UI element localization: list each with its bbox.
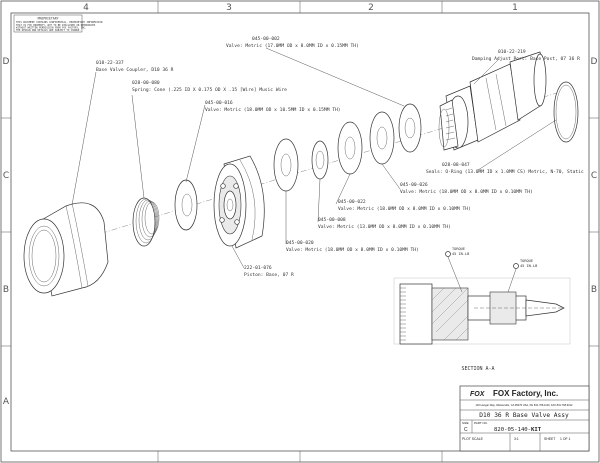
callout-part-045-00-008: 045-00-008 xyxy=(318,217,346,223)
callout-desc-028-00-080: Spring: Cone (.225 ID X 0.175 OD X .15 [… xyxy=(132,87,287,93)
zone-side-left-3: A xyxy=(3,397,10,407)
cone-spring-part xyxy=(132,197,160,247)
callout-part-045-00-002: 045-00-002 xyxy=(252,36,280,42)
callout-desc-045-00-026: Valve: Metric (18.0MM OD x 8.0MM ID x 0.… xyxy=(400,189,533,195)
valve-045-00-026-part xyxy=(369,111,395,165)
drawing-title: D10 36 R Base Valve Assy xyxy=(479,412,569,419)
callout-desc-222-01-076: Piston: Base, 07 R xyxy=(244,272,294,278)
plot-scale-value: 3:1 xyxy=(514,437,519,441)
valve-045-00-020-part xyxy=(273,138,299,192)
part-number: 820-05-140-KIT xyxy=(494,427,542,433)
zone-top-0: 4 xyxy=(83,3,89,13)
section-label: SECTION A-A xyxy=(461,366,494,372)
sheet-label: SHEET xyxy=(544,437,555,441)
base-piston-part xyxy=(213,155,265,249)
company-address: 130 Hangar Way, Watsonville, CA 95076 US… xyxy=(475,403,573,407)
callout-part-045-00-022: 045-00-022 xyxy=(338,199,366,205)
callout-part-018-22-337: 018-22-337 xyxy=(96,60,124,66)
size-value: C xyxy=(464,427,468,433)
proprietary-title: PROPRIETARY xyxy=(37,17,58,21)
proprietary-line-1: THAT IS FOX PROPERTY. NOT TO BE DISCLOSE… xyxy=(16,24,96,27)
valve-stack xyxy=(273,103,422,192)
callout-part-010-22-219: 010-22-219 xyxy=(498,49,526,55)
plot-scale-label: PLOT SCALE xyxy=(462,437,484,441)
torque-2-title: TORQUE xyxy=(520,259,533,263)
damping-adjust-port-part xyxy=(438,51,547,151)
callout-part-028-00-080: 028-00-080 xyxy=(132,80,160,86)
section-view: TORQUE 45 IN-LB TORQUE 45 IN-LB SECTION … xyxy=(393,247,571,372)
o-ring-part xyxy=(553,81,579,143)
part-label: PART NO. xyxy=(474,421,488,425)
callout-desc-010-22-219: Damping Adjust Port: Base Post, 07 36 R xyxy=(472,56,580,62)
zone-side-left-1: C xyxy=(3,171,9,181)
torque-1-title: TORQUE xyxy=(452,247,465,251)
fox-logo: FOX xyxy=(470,391,486,398)
zone-side-right-2: B xyxy=(591,285,597,295)
zone-side-left-2: B xyxy=(3,285,9,295)
title-block: FOX FOX Factory, Inc. 130 Hangar Way, Wa… xyxy=(459,385,590,452)
proprietary-line-3: THE DESIGN AND DETAILS ARE SUBJECT TO CH… xyxy=(16,29,81,32)
callout-desc-018-22-337: Base Valve Coupler, D10 36 R xyxy=(96,67,174,73)
zone-top-3: 1 xyxy=(512,3,518,13)
leader-lines xyxy=(71,47,557,269)
torque-2-value: 45 IN-LB xyxy=(520,264,537,268)
sheet-value: 1 OF 1 xyxy=(560,437,570,441)
callout-desc-028-08-047: Seals: O-Ring (13.0MM ID x 1.0MM CS) Met… xyxy=(426,169,584,175)
base-valve-coupler-part xyxy=(23,202,109,297)
valve-045-00-016-part xyxy=(174,179,198,231)
company-name: FOX Factory, Inc. xyxy=(493,389,558,398)
callout-labels: 045-00-002 Valve: Metric (17.0MM OD x 8.… xyxy=(96,36,584,278)
proprietary-line-2: WITHOUT WRITTEN PERMISSION FROM FOX FACT… xyxy=(16,27,87,30)
callout-desc-045-00-020: Valve: Metric (18.0MM OD x 8.0MM ID x 0.… xyxy=(286,247,419,253)
proprietary-line-0: THIS DOCUMENT CONTAINS CONFIDENTIAL, PRO… xyxy=(16,21,103,24)
callout-part-028-08-047: 028-08-047 xyxy=(442,162,470,168)
valve-045-00-002-part xyxy=(398,103,422,153)
proprietary-notice: PROPRIETARY THIS DOCUMENT CONTAINS CONFI… xyxy=(13,14,103,33)
callout-desc-045-00-022: Valve: Metric (18.0MM OD x 8.0MM ID x 0.… xyxy=(338,206,471,212)
zone-side-right-0: D xyxy=(591,57,598,67)
callout-part-222-01-076: 222-01-076 xyxy=(244,265,272,271)
zone-side-right-1: C xyxy=(591,171,597,181)
callout-part-045-00-020: 045-00-020 xyxy=(286,240,314,246)
part-number-base: 820-05-140- xyxy=(494,427,531,433)
callout-desc-045-00-008: Valve: Metric (13.0MM OD x 8.0MM ID x 0.… xyxy=(318,224,451,230)
valve-045-00-008-part xyxy=(311,140,329,180)
callout-desc-045-00-016: Valve: Metric (18.0MM OD x 10.5MM ID x 0… xyxy=(205,107,341,113)
callout-part-045-00-026: 045-00-026 xyxy=(400,182,428,188)
zone-top-1: 3 xyxy=(226,3,232,13)
callout-desc-045-00-002: Valve: Metric (17.0MM OD x 8.0MM ID x 0.… xyxy=(226,43,359,49)
size-label: SIZE xyxy=(462,421,469,425)
zone-side-left-0: D xyxy=(3,57,10,67)
zone-labels: 4 3 2 1 D C B A D C B xyxy=(3,3,598,407)
torque-1-value: 45 IN-LB xyxy=(452,252,469,256)
valve-045-00-022-part xyxy=(337,121,363,175)
zone-top-2: 2 xyxy=(368,3,374,13)
callout-part-045-00-016: 045-00-016 xyxy=(205,100,233,106)
part-number-suffix: KIT xyxy=(531,427,542,433)
